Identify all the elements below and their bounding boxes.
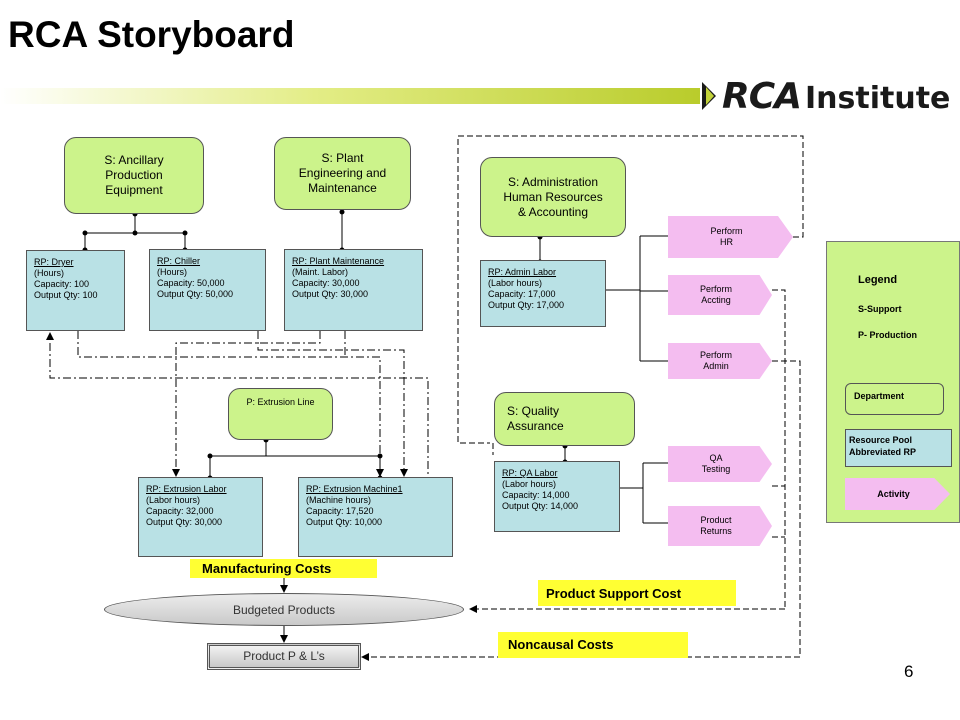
resource-pool-chiller: RP: Chiller (Hours) Capacity: 50,000 Out… [149,249,266,331]
legend-title: Legend [858,274,898,286]
page-number: 6 [904,662,914,681]
manufacturing-costs-label: Manufacturing Costs [190,559,377,578]
legend-panel: Legend S-Support P- Production Departmen… [826,241,960,523]
product-pl: Product P & L’s [207,643,361,670]
noncausal-costs-label: Noncausal Costs [498,632,688,658]
legend-production: P- Production [858,330,917,340]
department-extrusion-line: P: Extrusion Line [228,388,333,440]
resource-pool-dryer: RP: Dryer (Hours) Capacity: 100 Output Q… [26,250,125,331]
resource-pool-extrusion-machine: RP: Extrusion Machine1 (Machine hours) C… [298,477,453,557]
resource-pool-admin-labor: RP: Admin Labor (Labor hours) Capacity: … [480,260,606,327]
legend-activity-swatch: Activity [845,478,950,510]
product-support-cost-label: Product Support Cost [538,580,736,606]
resource-pool-qa-labor: RP: QA Labor (Labor hours) Capacity: 14,… [494,461,620,532]
legend-department-swatch: Department [845,383,944,415]
page-title: RCA Storyboard [8,14,295,55]
logo-chevron-accent-icon [706,87,714,105]
legend-support: S-Support [858,304,902,314]
resource-pool-extrusion-labor: RP: Extrusion Labor (Labor hours) Capaci… [138,477,263,557]
title-accent-bar [0,88,700,104]
resource-pool-plant-maintenance: RP: Plant Maintenance (Maint. Labor) Cap… [284,249,423,331]
budgeted-products: Budgeted Products [104,593,464,626]
